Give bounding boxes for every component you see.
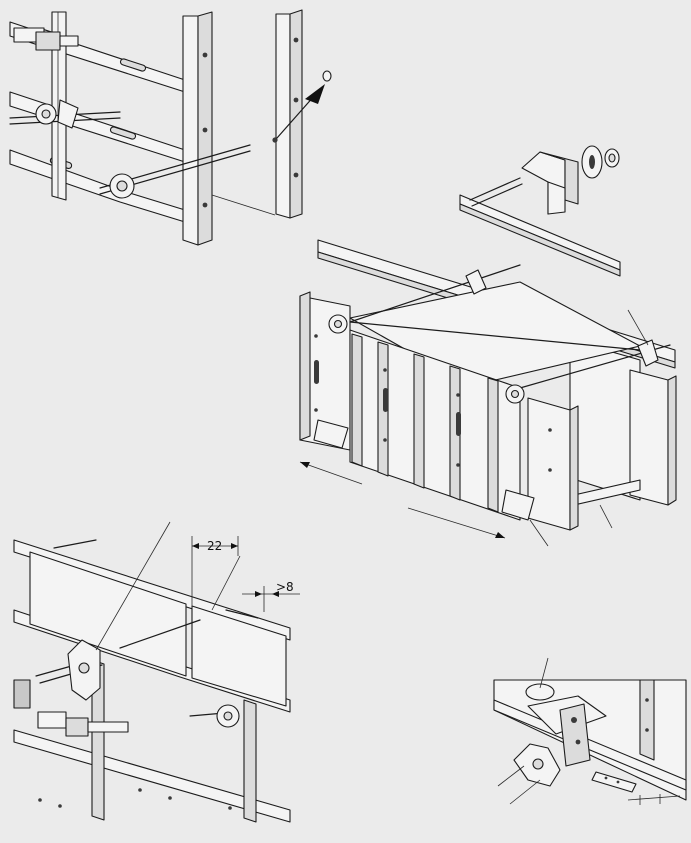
washer-part <box>322 70 332 82</box>
tie-rod-stub <box>469 177 521 201</box>
middle-rail <box>9 91 186 163</box>
detail-top-left-frame <box>9 9 332 246</box>
lower-rail <box>9 149 186 223</box>
leader-line <box>599 504 613 529</box>
dimension-label-projection: >8 <box>276 580 294 594</box>
wing-nut-icon <box>35 99 79 129</box>
tie-wire-1 <box>349 264 521 323</box>
detail-gap-dimension: 22 >8 <box>13 521 300 823</box>
rail-bar <box>591 771 637 793</box>
separate-upright <box>275 13 291 219</box>
leader-line <box>627 309 649 346</box>
u-bracket-icon <box>521 151 579 215</box>
wing-nut-icon <box>513 743 561 787</box>
tie-wire-2 <box>349 321 641 351</box>
leader-line <box>539 657 549 689</box>
clamp-icon <box>13 679 129 737</box>
wing-nut-icon <box>67 639 101 701</box>
detail-box-formwork <box>299 239 677 547</box>
clamp-icon <box>13 27 79 51</box>
clamp-icon <box>313 269 659 521</box>
dimension-label-gap: 22 <box>207 539 222 553</box>
frame-upright <box>182 15 199 246</box>
rail-slot <box>109 126 137 140</box>
panel-right <box>191 605 287 707</box>
rail-slot <box>119 58 147 72</box>
nut-icon <box>604 148 620 168</box>
leader-line <box>529 519 549 547</box>
rail-fragment <box>459 194 621 271</box>
spacer-plate <box>57 99 79 129</box>
dimension-line <box>299 461 363 485</box>
washer-icon <box>581 145 603 179</box>
detail-clamp-closeup <box>493 657 687 805</box>
panel-left <box>29 551 187 677</box>
wing-nut-icon <box>328 314 348 334</box>
clamp-icon <box>525 683 607 767</box>
front-panel <box>349 329 521 521</box>
insert-arrow-line <box>276 94 316 139</box>
leader-line <box>509 779 541 805</box>
dimension-line <box>407 507 506 539</box>
wing-nut-icon <box>216 704 240 728</box>
separate-upright-side <box>289 9 303 219</box>
insert-arrow-head <box>305 84 325 104</box>
leader-line <box>497 765 525 787</box>
lower-rail <box>13 729 291 823</box>
detail-connector-parts <box>459 145 621 277</box>
leader-line <box>211 555 241 611</box>
wing-nut-icon <box>505 384 525 404</box>
leader-line <box>95 521 171 651</box>
wing-nut-icon <box>109 173 135 199</box>
front-panel-right <box>527 397 571 531</box>
